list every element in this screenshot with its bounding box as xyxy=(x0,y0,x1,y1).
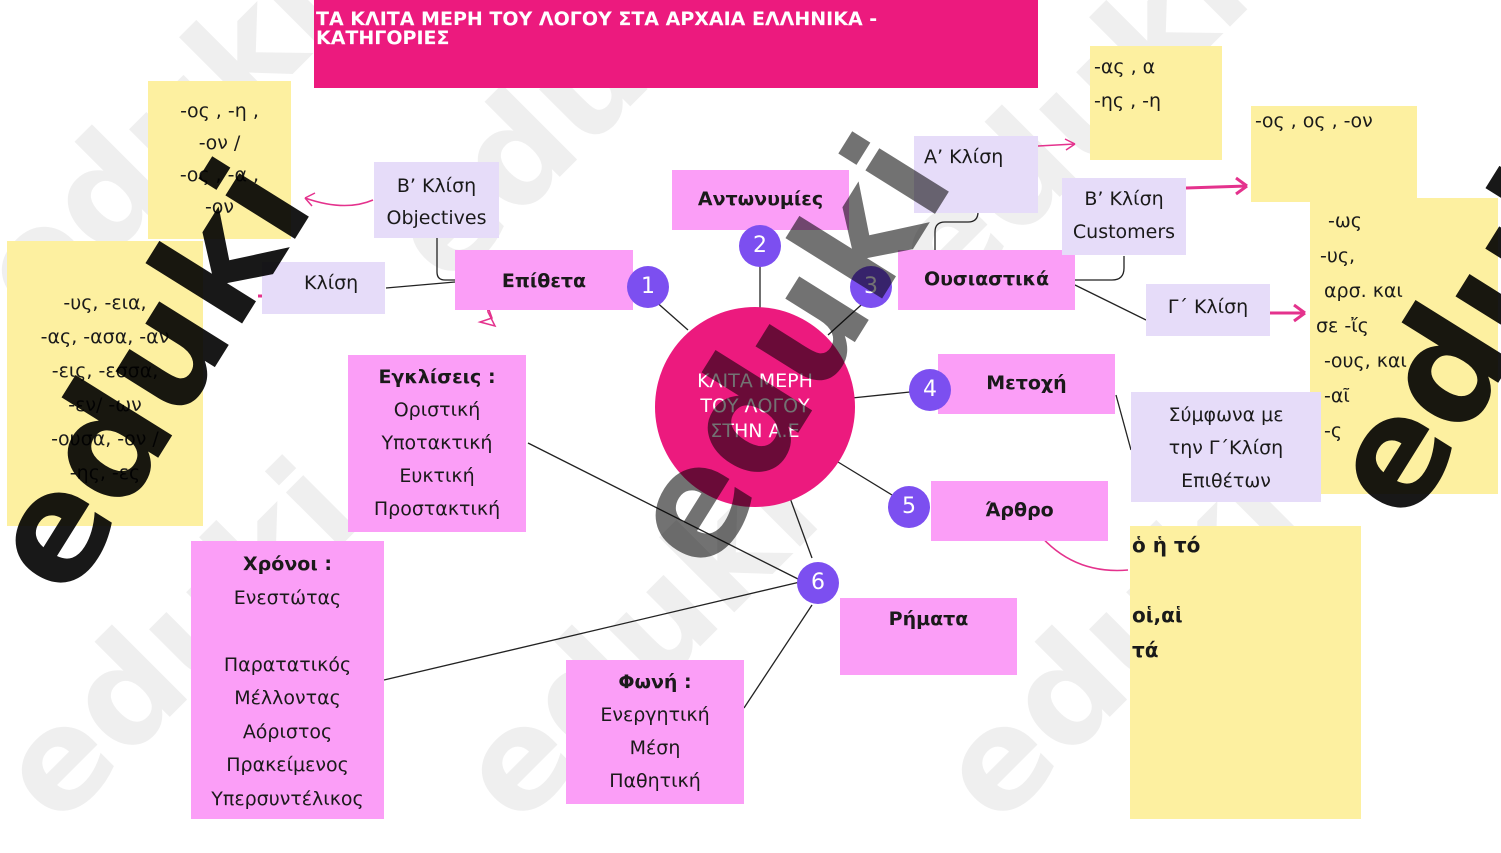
adj-g-klisi[interactable]: Κλίση xyxy=(262,262,385,314)
foni-item: Μέση xyxy=(629,737,681,759)
arthro-line xyxy=(1132,563,1361,598)
branch-label: Μετοχή xyxy=(986,372,1067,394)
badge-4: 4 xyxy=(909,369,951,411)
ending-line: -εν/ -ων xyxy=(68,394,142,416)
ending-line: -ως xyxy=(1328,210,1362,232)
ending-line: -ας , α xyxy=(1094,56,1156,78)
ending-line: αρσ. και xyxy=(1324,280,1403,302)
noun-b-endings: -ος , ος , -ον xyxy=(1251,106,1417,202)
xronoi-item: Υπερσυντέλικος xyxy=(211,787,364,810)
egkliseis-item: Οριστική xyxy=(393,399,481,421)
ending-line: -ης , -η xyxy=(1094,90,1162,112)
ending-line: -ος , -η , xyxy=(180,100,259,122)
foni-title: Φωνή : xyxy=(618,671,692,693)
badge-2: 2 xyxy=(739,225,781,267)
ending-line: -υς, xyxy=(1320,245,1356,267)
adj-g-endings: -υς, -εια, -ας, -ασα, -αν -εις, -εσσα, -… xyxy=(7,241,203,526)
egkliseis-item: Ευκτική xyxy=(399,465,475,487)
metoxi-note-line: Σύμφωνα με xyxy=(1168,404,1284,426)
xronoi-item: Μέλλοντας xyxy=(234,687,341,709)
ending-line: -ας, -ασα, -αν xyxy=(40,326,170,348)
noun-a-klisi[interactable]: Α’ Κλίση xyxy=(914,136,1038,213)
metoxi-note-line: Επιθέτων xyxy=(1181,470,1271,492)
ending-line: -εις, -εσσα, xyxy=(51,360,159,382)
badge-5: 5 xyxy=(888,486,930,528)
ending-line: -ουσα, -ον / xyxy=(51,428,159,450)
badge-1: 1 xyxy=(627,266,669,308)
xronoi-item: Ενεστώτας xyxy=(233,586,342,609)
noun-b-klisi[interactable]: Β’ Κλίση Customers xyxy=(1062,178,1186,255)
xronoi-item xyxy=(191,615,384,649)
ending-line: -ης, -ες xyxy=(69,462,141,484)
ending-line: -αῖ xyxy=(1324,385,1350,407)
branch-label: Επίθετα xyxy=(501,270,587,292)
arthro-line: οἱ,αἱ xyxy=(1132,603,1183,627)
center-line: ΣΤΗΝ Α.Ε xyxy=(710,420,800,442)
egkliseis-box: Εγκλίσεις : Οριστική Υποτακτική Ευκτική … xyxy=(348,355,526,532)
adj-b-klisi[interactable]: Β’ Κλίση Objectives xyxy=(374,162,499,238)
noun-g-klisi-label: Γ΄ Κλίση xyxy=(1167,296,1249,318)
noun-a-endings: -ας , α -ης , -η xyxy=(1090,46,1222,160)
page-title: ΤΑ ΚΛΙΤΑ ΜΕΡΗ ΤΟΥ ΛΟΓΟΥ ΣΤΑ ΑΡΧΑΙΑ ΕΛΛΗΝ… xyxy=(316,8,878,49)
badge-6: 6 xyxy=(797,562,839,604)
metoxi-note-line: την Γ΄Κλίση xyxy=(1168,437,1284,459)
egkliseis-item: Προστακτική xyxy=(373,498,501,520)
xronoi-item: Παρατατικός xyxy=(223,653,352,676)
noun-b-klisi-line: Β’ Κλίση xyxy=(1084,188,1164,210)
center-line: ΤΟΥ ΛΟΓΟΥ xyxy=(700,395,810,417)
adj-b-klisi-line: Objectives xyxy=(386,207,487,229)
branch-metoxi[interactable]: Μετοχή xyxy=(938,354,1115,414)
egkliseis-title: Εγκλίσεις : xyxy=(378,366,496,388)
branch-arthro[interactable]: Άρθρο xyxy=(931,481,1108,541)
noun-g-klisi[interactable]: Γ΄ Κλίση xyxy=(1146,284,1270,336)
title-banner: ΤΑ ΚΛΙΤΑ ΜΕΡΗ ΤΟΥ ΛΟΓΟΥ ΣΤΑ ΑΡΧΑΙΑ ΕΛΛΗΝ… xyxy=(314,0,1038,88)
arthro-forms: ὁ ἡ τό οἱ,αἱ τά xyxy=(1130,526,1361,819)
adj-b-klisi-line: Β’ Κλίση xyxy=(396,175,477,197)
adj-g-klisi-label: Κλίση xyxy=(304,272,359,294)
branch-label: Ουσιαστικά xyxy=(923,268,1050,290)
xronoi-item: Αόριστος xyxy=(242,720,333,743)
noun-b-klisi-line: Customers xyxy=(1072,221,1176,243)
branch-ousiastika[interactable]: Ουσιαστικά xyxy=(898,250,1075,310)
xronoi-title: Χρόνοι : xyxy=(243,553,332,575)
ending-line: -ους, και xyxy=(1324,350,1407,372)
branch-rimata[interactable]: Ρήματα xyxy=(840,598,1017,675)
center-node: ΚΛΙΤΑ ΜΕΡΗ ΤΟΥ ΛΟΓΟΥ ΣΤΗΝ Α.Ε xyxy=(655,307,855,507)
arthro-line: ὁ ἡ τό xyxy=(1132,533,1201,557)
branch-label: Αντωνυμίες xyxy=(697,188,824,210)
ending-line: -ον / xyxy=(198,132,241,154)
branch-label: Άρθρο xyxy=(985,499,1054,521)
arthro-line: τά xyxy=(1132,638,1159,662)
ending-line: -υς, -εια, xyxy=(63,292,147,314)
foni-item: Ενεργητική xyxy=(600,704,710,726)
branch-label: Ρήματα xyxy=(888,608,969,630)
branch-epitheta[interactable]: Επίθετα xyxy=(455,250,633,310)
foni-item: Παθητική xyxy=(609,770,701,792)
ending-line: -ον xyxy=(204,196,235,218)
ending-line: -ος , -α , xyxy=(179,164,260,186)
branch-antonymies[interactable]: Αντωνυμίες xyxy=(672,170,849,230)
noun-g-endings: -ως -υς, αρσ. και σε -ἴς -ους, και -αῖ -… xyxy=(1310,198,1498,494)
ending-line: -ος , ος , -ον xyxy=(1255,110,1373,132)
noun-a-klisi-label: Α’ Κλίση xyxy=(924,146,1004,168)
egkliseis-item: Υποτακτική xyxy=(381,432,493,454)
foni-box: Φωνή : Ενεργητική Μέση Παθητική xyxy=(566,660,744,804)
xronoi-box: Χρόνοι : Ενεστώτας Παρατατικός Μέλλοντας… xyxy=(191,541,384,819)
center-line: ΚΛΙΤΑ ΜΕΡΗ xyxy=(697,370,813,392)
adj-b-endings: -ος , -η , -ον / -ος , -α , -ον xyxy=(148,81,291,239)
ending-line: σε -ἴς xyxy=(1316,315,1369,337)
xronoi-item: Πρακείμενος xyxy=(226,754,349,776)
badge-3: 3 xyxy=(850,266,892,308)
ending-line: -ς xyxy=(1324,420,1343,442)
metoxi-note: Σύμφωνα με την Γ΄Κλίση Επιθέτων xyxy=(1131,392,1321,502)
